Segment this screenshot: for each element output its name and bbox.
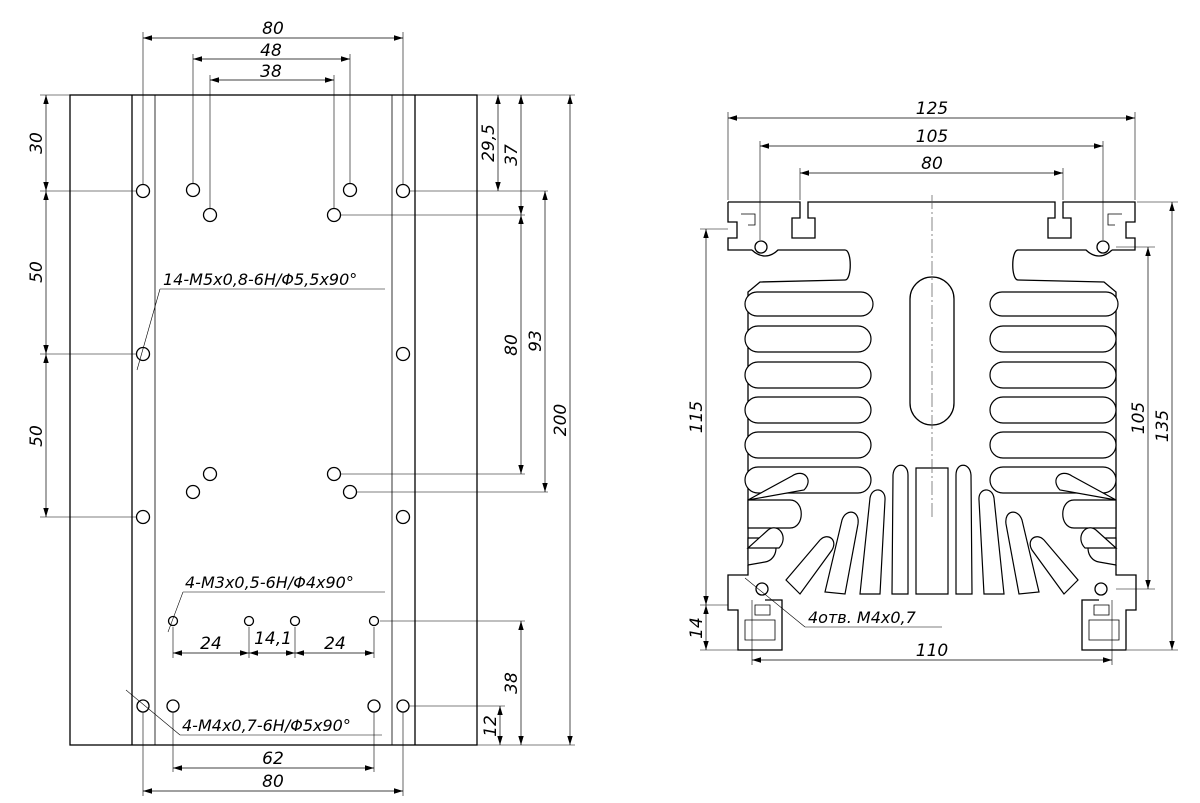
hole — [367, 699, 381, 713]
screw-channel — [1094, 582, 1108, 596]
sec-note-holes: 4отв. М4x0,7 — [808, 608, 917, 627]
dim-right-38: 38 — [502, 672, 522, 694]
note-m4: 4-M4x0,7-6H/Φ5x90° — [182, 716, 351, 735]
hole — [326, 207, 342, 223]
profile-base — [727, 565, 1137, 651]
dim-row-24b: 24 — [324, 634, 346, 654]
screw-channel — [1096, 240, 1110, 254]
hole — [202, 207, 218, 223]
dim-bottom-62: 62 — [262, 749, 284, 769]
note-m5: 14-M5x0,8-6H/Φ5,5x90° — [163, 270, 357, 289]
hole — [395, 183, 411, 199]
sec-dim-top-80: 80 — [921, 154, 943, 174]
m4-holes — [136, 699, 410, 713]
hole — [395, 346, 411, 362]
dim-right-37: 37 — [502, 144, 522, 166]
hole — [289, 615, 301, 627]
sec-dim-top-125: 125 — [916, 99, 948, 119]
dim-right-12: 12 — [481, 715, 501, 737]
dim-row-14-1: 14,1 — [254, 629, 292, 649]
dim-bottom-80: 80 — [262, 772, 284, 792]
fins-left — [744, 291, 874, 566]
section-view: 125 105 80 115 14 105 135 110 4о — [687, 99, 1178, 665]
profile-top-flange — [727, 201, 1136, 251]
hole — [202, 466, 218, 482]
dim-left-50a: 50 — [27, 261, 47, 283]
hole — [166, 699, 180, 713]
screw-channel — [755, 582, 769, 596]
sec-dim-left-115: 115 — [687, 401, 707, 433]
fins-right — [989, 291, 1119, 566]
dim-row-24a: 24 — [200, 634, 222, 654]
dim-top-80: 80 — [262, 19, 284, 39]
hole — [342, 484, 358, 500]
sec-dim-right-105: 105 — [1129, 402, 1149, 434]
screw-channel — [754, 240, 768, 254]
hole — [136, 699, 150, 713]
fins-bottom — [746, 464, 1118, 595]
dim-right-93: 93 — [526, 330, 546, 352]
hole — [396, 699, 410, 713]
hole — [326, 466, 342, 482]
hole — [135, 183, 151, 199]
hole — [185, 182, 201, 198]
hole — [185, 484, 201, 500]
hole — [135, 509, 151, 525]
hole — [395, 509, 411, 525]
m3-holes — [167, 615, 380, 627]
hole — [368, 615, 380, 627]
dim-left-30: 30 — [27, 132, 47, 154]
hole — [167, 615, 179, 627]
dim-left-50b: 50 — [27, 425, 47, 447]
sec-dim-bottom-110: 110 — [916, 641, 948, 661]
sec-dim-top-105: 105 — [916, 127, 948, 147]
plan-view: 80 48 38 30 50 50 29,5 37 80 — [27, 19, 575, 796]
hole — [243, 615, 255, 627]
sec-dim-right-135: 135 — [1153, 410, 1173, 442]
hole — [342, 182, 358, 198]
dim-right-200: 200 — [551, 404, 571, 436]
note-m3: 4-M3x0,5-6H/Φ4x90° — [185, 573, 354, 592]
dim-top-48: 48 — [260, 41, 282, 61]
sec-dim-left-14: 14 — [687, 617, 707, 639]
dim-right-80: 80 — [502, 334, 522, 356]
dim-right-29-5: 29,5 — [479, 124, 499, 162]
dim-top-38: 38 — [260, 62, 282, 82]
m5-holes — [135, 182, 411, 525]
plate-outline — [69, 94, 478, 746]
